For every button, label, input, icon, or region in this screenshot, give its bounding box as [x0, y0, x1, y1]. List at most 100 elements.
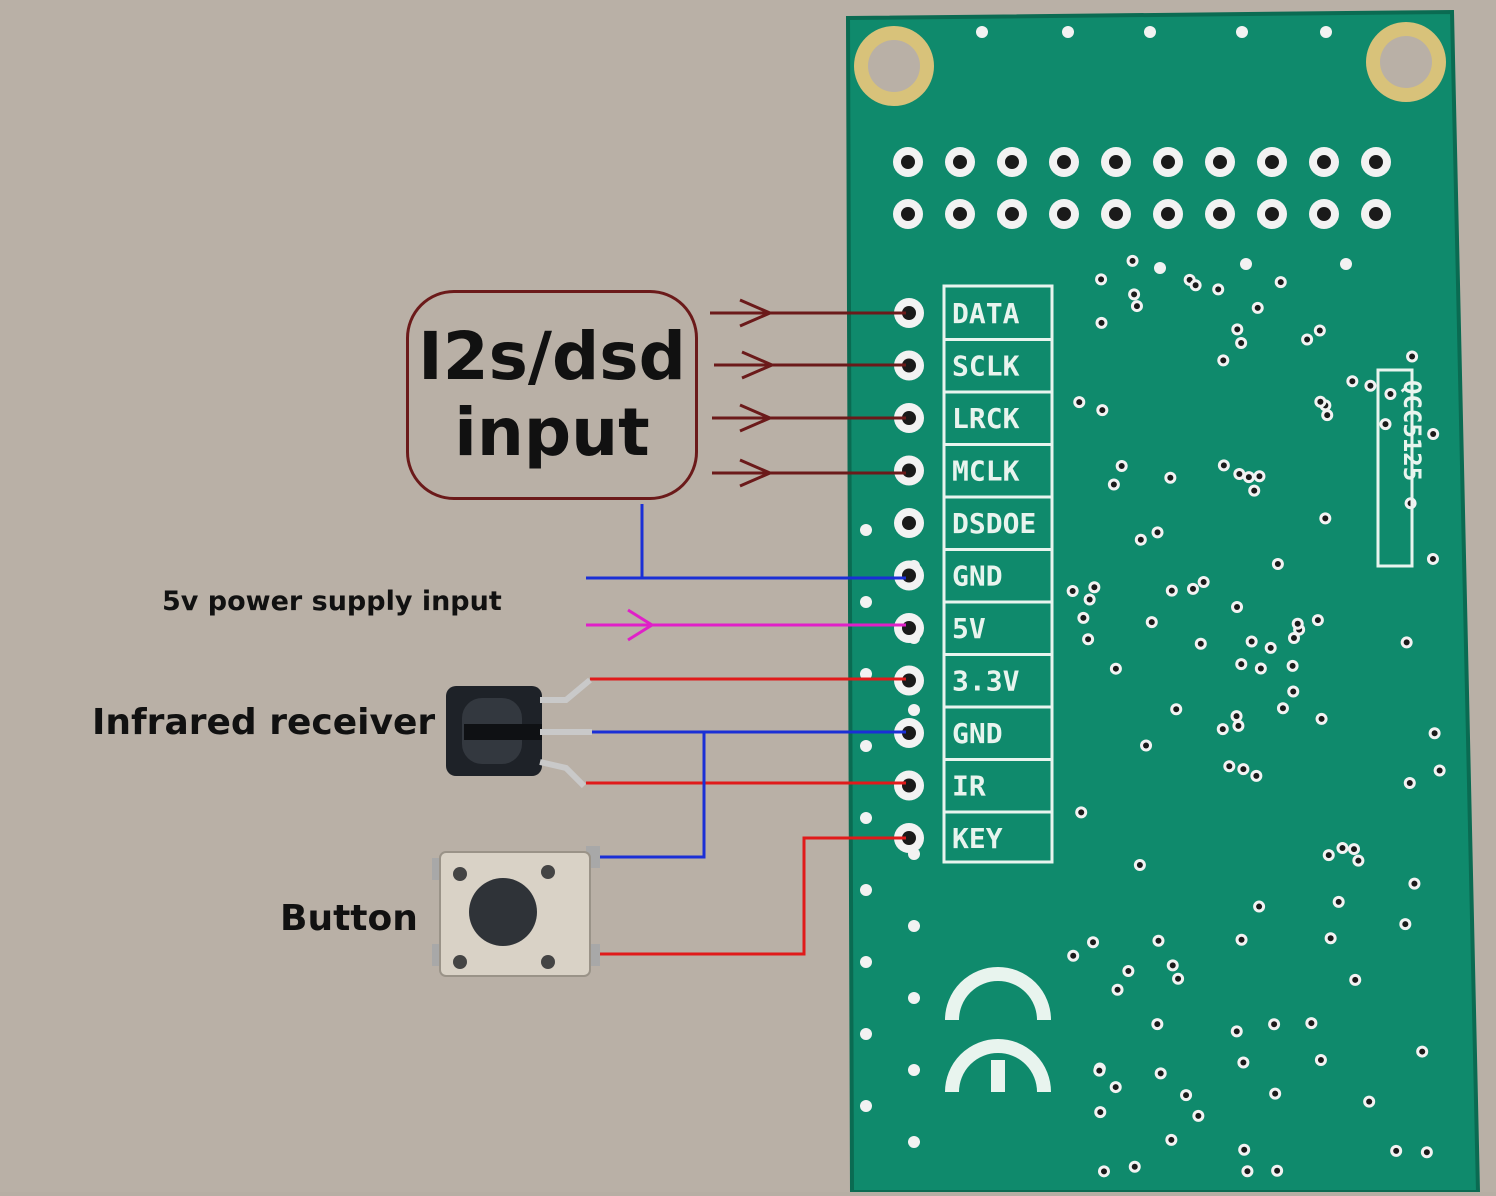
via-hole: [1324, 412, 1331, 419]
button-corner-dot: [541, 865, 555, 879]
via-hole: [1131, 1163, 1138, 1170]
ir-lead-3: [539, 759, 587, 789]
side-pin-hole: [902, 516, 916, 530]
via-hole: [1220, 462, 1227, 469]
button-corner-dot: [453, 867, 467, 881]
lrck-arrowhead: [739, 403, 774, 433]
button-component: [432, 846, 600, 977]
via-hole: [1382, 421, 1389, 428]
via-hole: [1317, 398, 1324, 405]
via-hole: [1325, 852, 1332, 859]
via: [1240, 258, 1252, 270]
button-label: Button: [280, 898, 418, 939]
via-hole: [1409, 353, 1416, 360]
via-hole: [1110, 481, 1117, 488]
via-hole: [1098, 276, 1105, 283]
via-hole: [1234, 326, 1241, 333]
via-hole: [1114, 986, 1121, 993]
button-key-wire: [598, 836, 906, 956]
data-arrowhead: [739, 298, 774, 328]
via-hole: [1419, 1048, 1426, 1055]
via-hole: [1234, 604, 1241, 611]
via-hole: [1318, 715, 1325, 722]
power-arrowhead: [627, 608, 655, 642]
via-hole: [1256, 473, 1263, 480]
edge-via: [860, 1028, 872, 1040]
via-hole: [1352, 976, 1359, 983]
ir-lead-1: [540, 677, 592, 703]
pin-label: DATA: [952, 297, 1020, 330]
header-pad-hole: [1109, 155, 1123, 169]
via: [1154, 262, 1166, 274]
via-hole: [1235, 722, 1242, 729]
via-hole: [1169, 962, 1176, 969]
via-hole: [1431, 730, 1438, 737]
via-hole: [1097, 1109, 1104, 1116]
side-pin-hole: [902, 463, 916, 478]
button-corner-dot: [453, 955, 467, 969]
via-hole: [1090, 939, 1097, 946]
via-hole: [1402, 921, 1409, 928]
via-hole: [1271, 1021, 1278, 1028]
via-hole: [1355, 857, 1362, 864]
callout-line-1: I2s/dsd: [418, 318, 686, 395]
power-supply-label: 5v power supply input: [162, 586, 502, 617]
side-pin-hole: [902, 411, 916, 425]
via-hole: [1277, 279, 1284, 286]
via-hole: [1233, 1028, 1240, 1035]
via-hole: [1423, 1149, 1430, 1156]
chip-label-box: [1376, 368, 1414, 568]
via-hole: [1367, 382, 1374, 389]
via-hole: [1236, 470, 1243, 477]
via-hole: [1403, 639, 1410, 646]
header-pad-hole: [1317, 207, 1331, 221]
header-pad-hole: [1057, 207, 1071, 221]
via-hole: [1091, 584, 1098, 591]
via-hole: [1267, 644, 1274, 651]
pin-label: 3.3V: [952, 665, 1020, 698]
via-hole: [1069, 588, 1076, 595]
via-hole: [1129, 257, 1136, 264]
infrared-receiver-label: Infrared receiver: [92, 702, 436, 743]
via-hole: [1290, 634, 1297, 641]
header-pad-hole: [1057, 155, 1071, 169]
side-pin-hole: [902, 568, 916, 583]
via-hole: [1183, 1092, 1190, 1099]
edge-via: [860, 596, 872, 608]
via-hole: [1238, 936, 1245, 943]
via-hole: [1251, 487, 1258, 494]
edge-via: [860, 1100, 872, 1112]
header-pad-hole: [1213, 155, 1227, 169]
pin-label: KEY: [952, 822, 1003, 855]
pin-label: GND: [952, 560, 1003, 593]
side-pin-hole: [902, 306, 916, 320]
via-hole: [1175, 975, 1182, 982]
header-pad-hole: [1369, 207, 1383, 221]
via: [1062, 26, 1074, 38]
edge-via: [860, 524, 872, 536]
header-pad-hole: [953, 155, 967, 169]
via-hole: [1078, 809, 1085, 816]
via-hole: [1314, 617, 1321, 624]
via-hole: [1125, 968, 1132, 975]
via-hole: [1253, 772, 1260, 779]
edge-via: [860, 740, 872, 752]
edge-via: [908, 920, 920, 932]
pin-label: DSDOE: [952, 507, 1036, 540]
via-hole: [1086, 596, 1093, 603]
via-hole: [1220, 357, 1227, 364]
via-hole: [1327, 935, 1334, 942]
vias: [860, 26, 1446, 1178]
via-hole: [1143, 742, 1150, 749]
via-hole: [1189, 585, 1196, 592]
header-pad-hole: [1213, 207, 1227, 221]
via-hole: [1254, 304, 1261, 311]
header-pad-hole: [1005, 207, 1019, 221]
edge-via: [860, 884, 872, 896]
side-pin-hole: [902, 358, 916, 373]
edge-via: [860, 668, 872, 680]
header-pads: [893, 147, 1391, 229]
via-hole: [1429, 555, 1436, 562]
via-hole: [1192, 282, 1199, 289]
side-pin-pads: [894, 298, 924, 853]
